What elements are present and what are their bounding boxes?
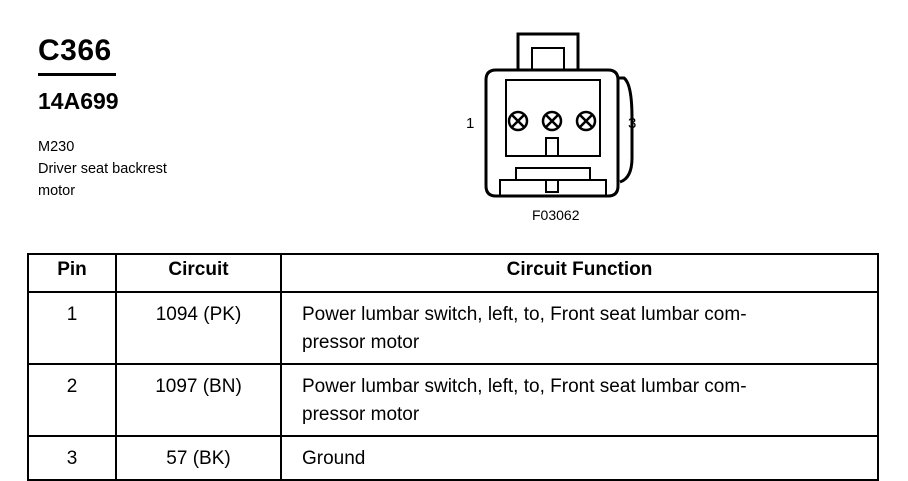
function-line: pressor motor xyxy=(302,332,420,353)
side-lock xyxy=(618,76,634,184)
table-row: 2 1097 (BN) Power lumbar switch, left, t… xyxy=(27,363,879,437)
function-cell: Power lumbar switch, left, to, Front sea… xyxy=(280,363,879,437)
function-cell: Power lumbar switch, left, to, Front sea… xyxy=(280,291,879,365)
column-header-pin: Pin xyxy=(27,253,117,293)
connector-face-diagram xyxy=(484,32,634,198)
description-line: M230 xyxy=(38,139,75,155)
table-row: 3 57 (BK) Ground xyxy=(27,435,879,481)
pin-cell: 2 xyxy=(27,363,117,437)
function-line: Power lumbar switch, left, to, Front sea… xyxy=(302,304,747,325)
function-line: Power lumbar switch, left, to, Front sea… xyxy=(302,376,747,397)
pin-cell: 1 xyxy=(27,291,117,365)
connector-id: C366 xyxy=(38,34,112,67)
table-row: 1 1094 (PK) Power lumbar switch, left, t… xyxy=(27,291,879,365)
pin-1-label: 1 xyxy=(466,115,475,132)
circuit-cell: 1097 (BN) xyxy=(115,363,282,437)
figure-code: F03062 xyxy=(532,207,580,223)
pin-3-label: 3 xyxy=(628,115,637,132)
description-line: motor xyxy=(38,183,76,199)
pinout-table: Pin Circuit Circuit Function 1 1094 (PK)… xyxy=(27,253,879,481)
circuit-cell: 1094 (PK) xyxy=(115,291,282,365)
table-header-row: Pin Circuit Circuit Function xyxy=(27,253,879,293)
column-header-circuit: Circuit xyxy=(115,253,282,293)
connector-latch xyxy=(516,32,580,70)
connector-housing xyxy=(484,68,620,198)
function-cell: Ground xyxy=(280,435,879,481)
function-line: pressor motor xyxy=(302,404,420,425)
connector-description: M230 Driver seat backrest motor xyxy=(38,136,167,202)
part-number: 14A699 xyxy=(38,88,119,114)
circuit-cell: 57 (BK) xyxy=(115,435,282,481)
connector-key xyxy=(545,137,559,156)
description-line: Driver seat backrest xyxy=(38,161,167,177)
function-line: Ground xyxy=(302,448,366,469)
title-underline xyxy=(38,73,116,76)
pin-cell: 3 xyxy=(27,435,117,481)
column-header-function: Circuit Function xyxy=(280,253,879,293)
